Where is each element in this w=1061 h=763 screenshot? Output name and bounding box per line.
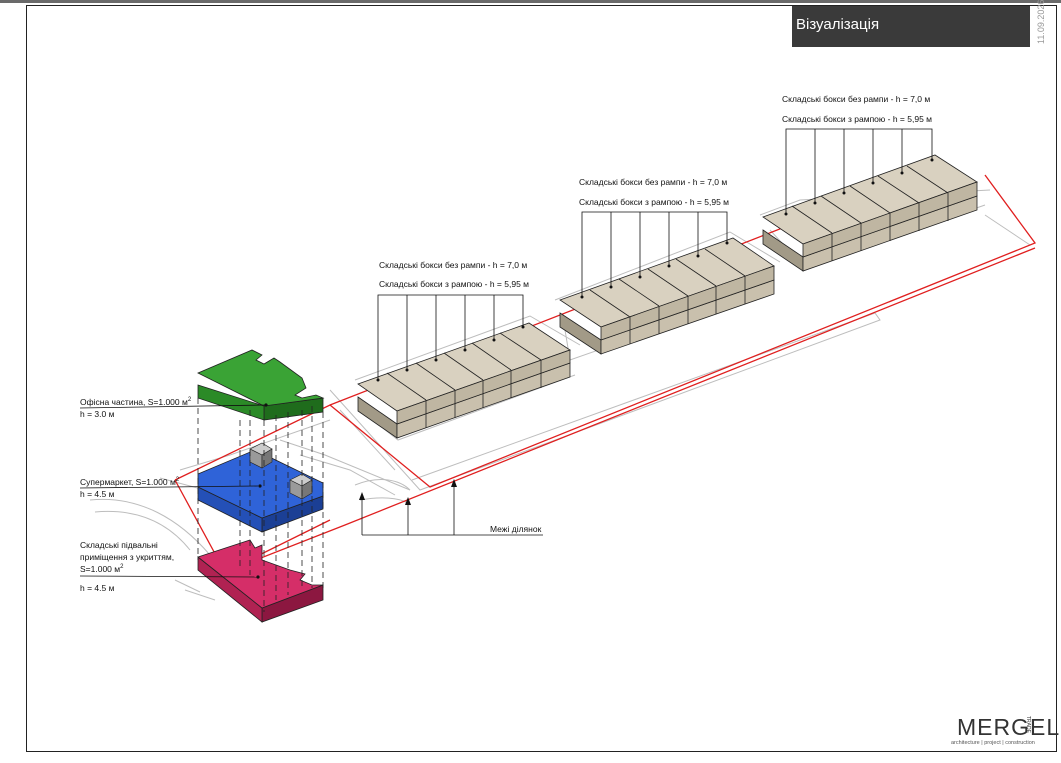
basement-label-area: S=1.000 м2 xyxy=(80,564,124,574)
leader-dots xyxy=(376,158,934,382)
basement-label-line1: Складські підвальні xyxy=(80,540,158,550)
boundary-label: Межі ділянок xyxy=(490,524,542,534)
page-title: Візуалізація xyxy=(796,16,880,33)
group3-no-ramp-label: Складські бокси без рампи - h = 7,0 м xyxy=(782,94,930,104)
group1-ramp-label: Складські бокси з рампою - h = 5,95 м xyxy=(379,279,529,289)
group2-no-ramp-label: Складські бокси без рампи - h = 7,0 м xyxy=(579,177,727,187)
basement-slab xyxy=(197,539,324,623)
supermarket-label-sup: 2 xyxy=(176,477,180,483)
warehouse-group-2 xyxy=(559,237,775,355)
office-label: Офісна частина, S=1.000 м2 xyxy=(80,397,192,407)
group3-ramp-label: Складські бокси з рампою - h = 5,95 м xyxy=(782,114,932,124)
projection-lines xyxy=(197,398,324,612)
supermarket-slab xyxy=(197,442,324,533)
group2-ramp-label: Складські бокси з рампою - h = 5,95 м xyxy=(579,197,729,207)
basement-height: h = 4.5 м xyxy=(80,583,115,593)
company-logo: MERGEL TRADE architecture | project | co… xyxy=(949,712,1059,746)
logo-subtitle: architecture | project | construction xyxy=(951,740,1035,746)
leader-lines xyxy=(79,128,933,578)
drawing-frame xyxy=(26,5,1057,752)
basement-area-sup: 2 xyxy=(120,564,124,570)
title-block: Візуалізація xyxy=(792,6,1030,47)
supermarket-label-text: Супермаркет, S=1.000 м xyxy=(80,477,176,487)
supermarket-height: h = 4.5 м xyxy=(80,489,115,499)
supermarket-label: Супермаркет, S=1.000 м2 xyxy=(80,477,180,487)
logo-trade: TRADE xyxy=(1025,716,1031,733)
window-top-border xyxy=(0,0,1061,3)
basement-label-line2: приміщення з укриттям, xyxy=(80,552,174,562)
warehouse-group-1 xyxy=(357,322,571,439)
warehouse-group-3 xyxy=(762,154,978,272)
office-label-sup: 2 xyxy=(188,397,192,403)
road-outlines xyxy=(89,189,1031,601)
boundary-arrowheads xyxy=(359,479,457,505)
office-slab xyxy=(197,349,325,421)
group1-no-ramp-label: Складські бокси без рампи - h = 7,0 м xyxy=(379,260,527,270)
logo-word: MERGEL xyxy=(957,714,1061,740)
office-label-text: Офісна частина, S=1.000 м xyxy=(80,397,188,407)
basement-area-text: S=1.000 м xyxy=(80,564,120,574)
office-height: h = 3.0 м xyxy=(80,409,115,419)
